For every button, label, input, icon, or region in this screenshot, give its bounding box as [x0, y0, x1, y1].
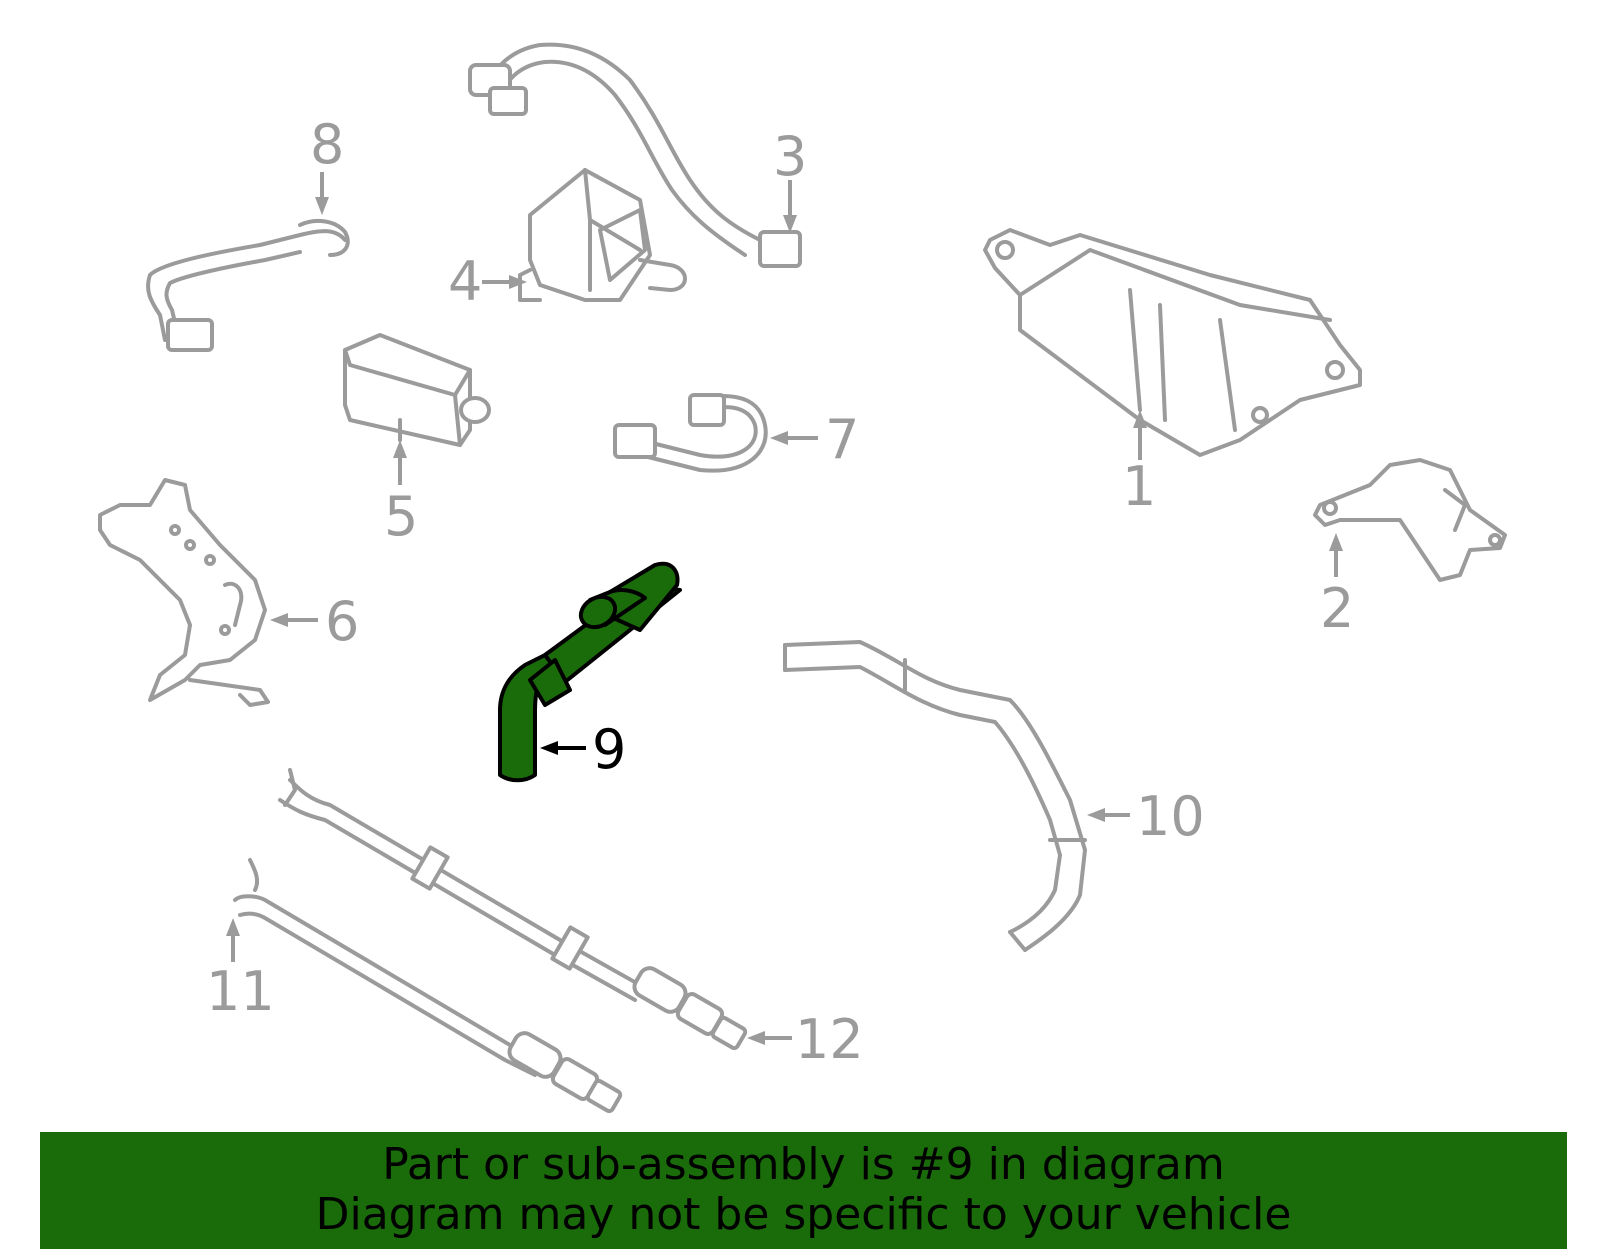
callout-label-7: 7 [825, 408, 859, 471]
banner-line-2: Diagram may not be specific to your vehi… [315, 1189, 1292, 1240]
part-3-hose[interactable] [468, 42, 802, 268]
callout-label-2: 2 [1320, 577, 1354, 640]
part-12-sensor[interactable] [278, 768, 748, 1051]
info-banner: Part or sub-assembly is #9 in diagram Di… [40, 1132, 1567, 1249]
part-9-hose-highlighted[interactable] [498, 561, 682, 783]
callout-10: 10 [1087, 785, 1205, 848]
callout-label-11: 11 [206, 960, 275, 1023]
part-10-hose[interactable] [783, 640, 1087, 952]
part-1-canister[interactable] [983, 228, 1362, 457]
callout-3: 3 [773, 125, 807, 233]
callout-label-6: 6 [325, 590, 359, 653]
part-7-hose[interactable] [613, 393, 768, 473]
part-5-filter[interactable] [343, 333, 491, 447]
callout-label-5: 5 [384, 485, 418, 548]
part-8-hose[interactable] [146, 218, 350, 352]
callout-label-1: 1 [1122, 455, 1156, 518]
callout-1: 1 [1122, 410, 1156, 518]
callout-label-8: 8 [310, 113, 344, 176]
callout-2: 2 [1320, 533, 1354, 640]
callout-4: 4 [448, 250, 527, 313]
part-6-bracket[interactable] [98, 478, 270, 707]
callout-7: 7 [770, 408, 859, 471]
callout-6: 6 [270, 590, 359, 653]
part-2-bracket[interactable] [1313, 458, 1507, 582]
callout-12: 12 [747, 1008, 864, 1071]
part-4-valve[interactable] [518, 168, 687, 302]
callout-label-12: 12 [795, 1008, 864, 1071]
callout-label-10: 10 [1136, 785, 1205, 848]
part-11-sensor[interactable] [233, 858, 623, 1114]
callout-label-9: 9 [592, 718, 626, 781]
callout-11: 11 [206, 918, 275, 1023]
banner-line-1: Part or sub-assembly is #9 in diagram [382, 1139, 1225, 1190]
callout-8: 8 [310, 113, 344, 215]
callout-label-3: 3 [773, 125, 807, 188]
callout-label-4: 4 [448, 250, 482, 313]
callout-5: 5 [384, 440, 418, 548]
callout-9: 9 [540, 718, 626, 781]
